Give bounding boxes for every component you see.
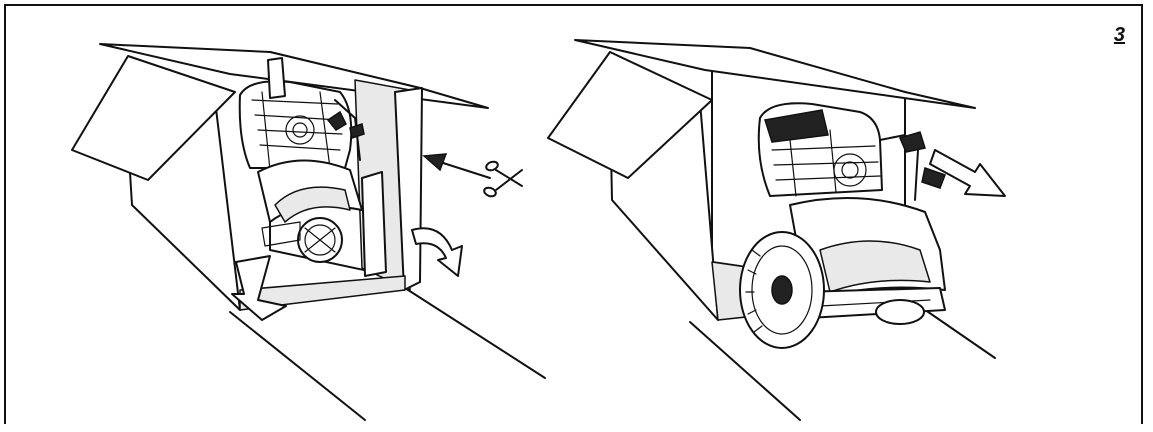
floor-line [229, 311, 366, 421]
fold-left-arrow-icon [231, 255, 287, 321]
right-panel-roll-out [547, 39, 1006, 421]
carton-left-flap [547, 51, 713, 179]
carton-top-flap [574, 39, 976, 109]
pull-out-arrow-icon [929, 149, 1006, 197]
step-number: 3 [1113, 24, 1125, 46]
left-panel-carton-cutting [71, 43, 546, 421]
fold-down-arrow-icon [411, 227, 463, 277]
floor-line [404, 287, 546, 379]
snow-thrower-rolling-out [739, 102, 946, 349]
carton-floor [239, 275, 406, 311]
scissors-icon [483, 160, 523, 198]
snow-thrower-in-carton [238, 80, 365, 263]
packing-block [267, 57, 286, 99]
cut-arrow-icon [422, 153, 491, 179]
packing-block [361, 171, 387, 277]
carton-left-flap [71, 55, 236, 181]
floor-line [689, 321, 801, 421]
